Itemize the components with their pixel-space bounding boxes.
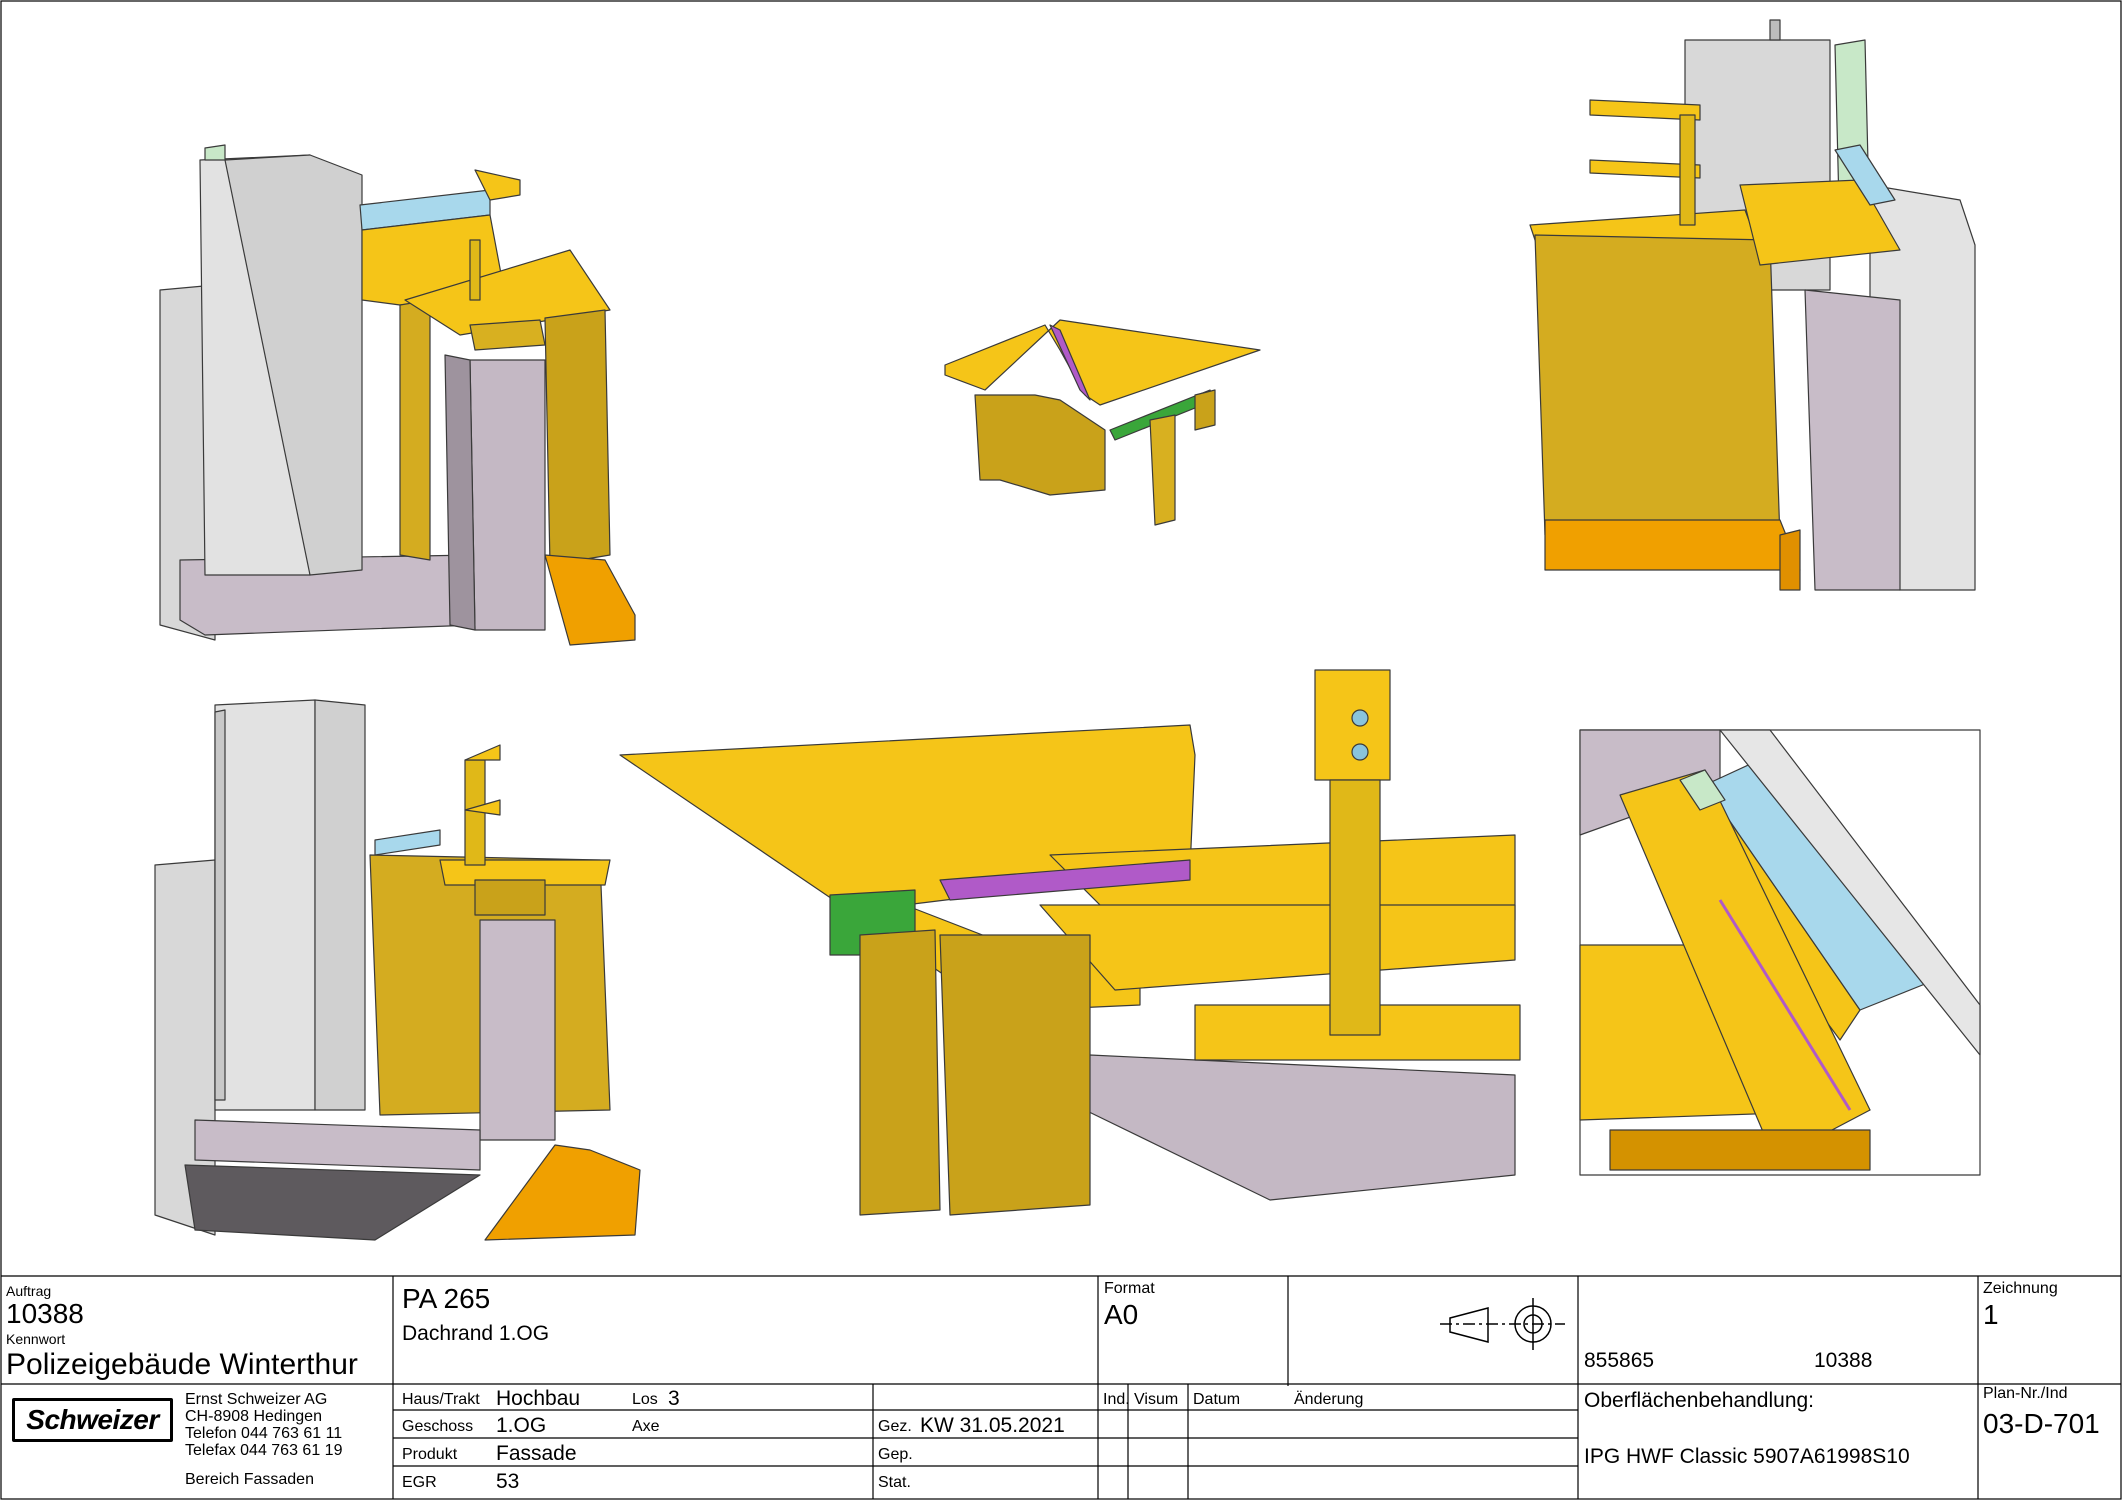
haus-trakt-label: Haus/Trakt (402, 1391, 480, 1408)
egr-label: EGR (402, 1474, 437, 1491)
plan-subtitle: Dachrand 1.OG (402, 1322, 550, 1345)
surface-label: Oberflächenbehandlung: (1584, 1389, 1815, 1412)
plan-nr-value: 03-D-701 (1983, 1408, 2100, 1439)
view-bottom-right (1579, 729, 1981, 1176)
los-value: 3 (668, 1387, 680, 1410)
format-value: A0 (1104, 1299, 1139, 1330)
rev-ind-header: Ind. (1103, 1391, 1130, 1408)
view-bottom-left (154, 699, 641, 1241)
geschoss-label: Geschoss (402, 1418, 474, 1435)
auftrag-value: 10388 (6, 1298, 84, 1329)
view-bottom-center (619, 669, 1521, 1216)
stat-label: Stat. (878, 1474, 911, 1491)
company-name: Ernst Schweizer AG (185, 1391, 328, 1408)
isometric-views (154, 19, 1981, 1241)
gez-value: KW 31.05.2021 (920, 1414, 1065, 1437)
surface-value: IPG HWF Classic 5907A61998S10 (1584, 1445, 1910, 1468)
ref-code-1: 855865 (1584, 1349, 1655, 1372)
auftrag-label: Auftrag (6, 1283, 52, 1299)
ref-code-2: 10388 (1814, 1349, 1873, 1372)
gez-label: Gez. (878, 1418, 912, 1435)
axe-label: Axe (632, 1418, 660, 1435)
geschoss-value: 1.OG (496, 1414, 547, 1437)
los-label: Los (632, 1391, 658, 1408)
plan-title: PA 265 (402, 1283, 491, 1314)
view-top-center (944, 319, 1261, 526)
rev-visum-header: Visum (1134, 1391, 1179, 1408)
rev-datum-header: Datum (1193, 1391, 1241, 1408)
company-address: CH-8908 Hedingen (185, 1408, 322, 1425)
produkt-value: Fassade (496, 1442, 577, 1465)
view-top-right (1529, 19, 1976, 591)
zeichnung-value: 1 (1983, 1299, 1999, 1330)
kennwort-value: Polizeigebäude Winterthur (6, 1348, 358, 1381)
kennwort-label: Kennwort (6, 1331, 66, 1347)
zeichnung-label: Zeichnung (1983, 1280, 2058, 1297)
produkt-label: Produkt (402, 1446, 458, 1463)
company-bereich: Bereich Fassaden (185, 1471, 314, 1488)
company-telefax: Telefax 044 763 61 19 (185, 1442, 343, 1459)
haus-trakt-value: Hochbau (496, 1387, 581, 1410)
plan-nr-label: Plan-Nr./Ind (1983, 1385, 2068, 1402)
rev-aenderung-header: Änderung (1294, 1391, 1364, 1408)
egr-value: 53 (496, 1470, 520, 1493)
company-logo: Schweizer (12, 1398, 173, 1442)
gep-label: Gep. (878, 1446, 913, 1463)
format-label: Format (1104, 1280, 1155, 1297)
company-telefon: Telefon 044 763 61 11 (185, 1425, 343, 1442)
view-top-left (159, 144, 636, 646)
